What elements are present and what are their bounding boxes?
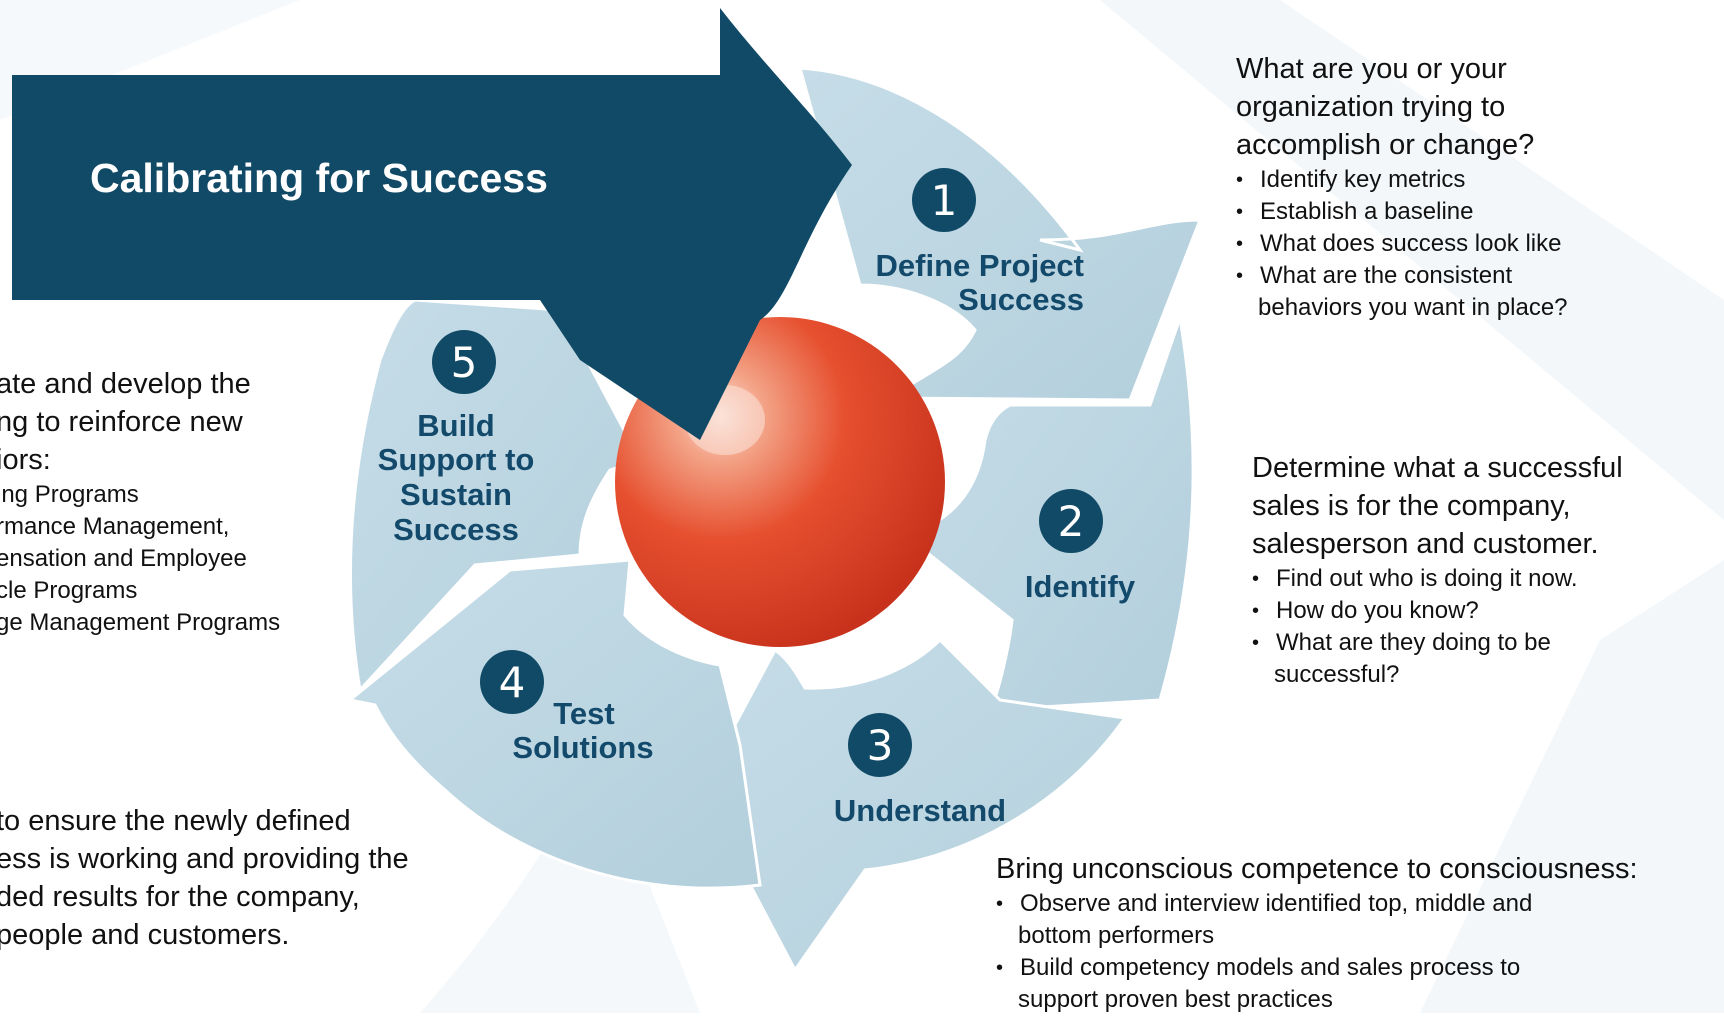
step-3-number-badge	[848, 713, 912, 777]
step-2: 2 Identify	[1025, 489, 1136, 604]
step-3-lead: Bring unconscious competence to consciou…	[996, 853, 1638, 885]
step-5-list-item: cle Programs	[0, 577, 138, 604]
step-1-bullet: Identify key metrics	[1236, 164, 1706, 196]
step-4-lead-line-1: to ensure the newly defined	[0, 805, 351, 837]
arrow-segment-5	[349, 298, 643, 694]
step-2-description: Determine what a successful sales is for…	[1252, 449, 1712, 691]
step-2-bullet: How do you know?	[1252, 595, 1712, 627]
step-4: 4 Test Solutions	[480, 650, 654, 765]
step-2-number-badge	[1039, 489, 1103, 553]
step-1-label-line-2: Success	[958, 282, 1084, 317]
step-1-label-line-1: Define Project	[876, 248, 1084, 283]
step-2-lead-line-1: Determine what a successful	[1252, 452, 1623, 484]
step-3-bullet-continuation: support proven best practices	[1018, 986, 1333, 1013]
step-3-bullet: Build competency models and sales proces…	[996, 952, 1716, 984]
step-5-list-item: ing Programs	[0, 481, 139, 508]
step-1-number: 1	[931, 176, 958, 225]
step-2-label: Identify	[1025, 569, 1136, 604]
title-banner-arrow	[12, 8, 852, 440]
step-5-label-line-4: Success	[393, 512, 519, 547]
step-1-lead-line-1: What are you or your	[1236, 53, 1507, 85]
step-3-bullet-continuation: bottom performers	[1018, 922, 1215, 949]
step-3-label: Understand	[834, 793, 1006, 828]
step-4-lead-line-2: ess is working and providing the	[0, 843, 409, 875]
step-1-lead-line-2: organization trying to	[1236, 91, 1506, 123]
step-2-lead-line-3: salesperson and customer.	[1252, 528, 1599, 560]
step-3-description: Bring unconscious competence to consciou…	[996, 850, 1716, 1016]
step-4-lead-line-3: ded results for the company,	[0, 881, 360, 913]
step-5-label-line-2: Support to	[378, 442, 535, 477]
step-1: 1 Define Project Success	[876, 168, 1084, 317]
step-4-label-line-1: Test	[553, 696, 614, 731]
step-1-number-badge	[912, 168, 976, 232]
step-5-number: 5	[451, 338, 478, 387]
step-1-description: What are you or your organization trying…	[1236, 50, 1706, 324]
banner-title: Calibrating for Success	[90, 155, 548, 201]
step-3-bullet-list: Observe and interview identified top, mi…	[996, 888, 1716, 1016]
cycle-arrows	[346, 66, 1203, 973]
step-1-bullet-list: Identify key metrics Establish a baselin…	[1236, 164, 1706, 324]
step-2-bullet-list: Find out who is doing it now. How do you…	[1252, 563, 1712, 691]
step-5: 5 Build Support to Sustain Success	[378, 330, 535, 547]
step-5-lead-line-3: iors:	[0, 444, 51, 476]
step-3-number: 3	[867, 721, 894, 770]
step-3-bullet: Observe and interview identified top, mi…	[996, 888, 1716, 920]
step-4-label-line-2: Solutions	[512, 730, 653, 765]
step-2-lead-line-2: sales is for the company,	[1252, 490, 1571, 522]
step-5-lead-line-1: ate and develop the	[0, 368, 251, 400]
step-5-list: ing Programs rmance Management, ensation…	[0, 479, 326, 639]
step-2-bullet: Find out who is doing it now.	[1252, 563, 1712, 595]
step-4-lead-line-4: people and customers.	[0, 919, 290, 951]
step-2-bullet-continuation: successful?	[1274, 661, 1400, 688]
step-4-number: 4	[499, 658, 526, 707]
step-5-label-line-3: Sustain	[400, 477, 512, 512]
arrow-segment-4	[346, 558, 762, 890]
step-5-label-line-1: Build	[417, 408, 495, 443]
step-5-list-item: ge Management Programs	[0, 609, 281, 636]
step-1-bullet-continuation: behaviors you want in place?	[1258, 294, 1568, 321]
step-5-lead-line-2: ng to reinforce new	[0, 406, 243, 438]
arrow-segment-3	[698, 637, 1128, 973]
step-2-number: 2	[1058, 497, 1085, 546]
step-1-lead-line-3: accomplish or change?	[1236, 129, 1535, 161]
step-4-number-badge	[480, 650, 544, 714]
step-1-bullet: What does success look like	[1236, 228, 1706, 260]
step-1-bullet: What are the consistent	[1236, 260, 1706, 292]
step-2-bullet: What are they doing to be	[1252, 627, 1712, 659]
step-5-number-badge	[432, 330, 496, 394]
arrow-segment-1	[797, 66, 1203, 402]
step-1-bullet: Establish a baseline	[1236, 196, 1706, 228]
step-5-list-item: rmance Management,	[0, 513, 230, 540]
step-5-list-item: ensation and Employee	[0, 545, 247, 572]
step-5-description: ate and develop the ng to reinforce new …	[0, 365, 326, 639]
step-4-description: to ensure the newly defined ess is worki…	[0, 802, 456, 954]
step-3: 3 Understand	[834, 713, 1006, 828]
